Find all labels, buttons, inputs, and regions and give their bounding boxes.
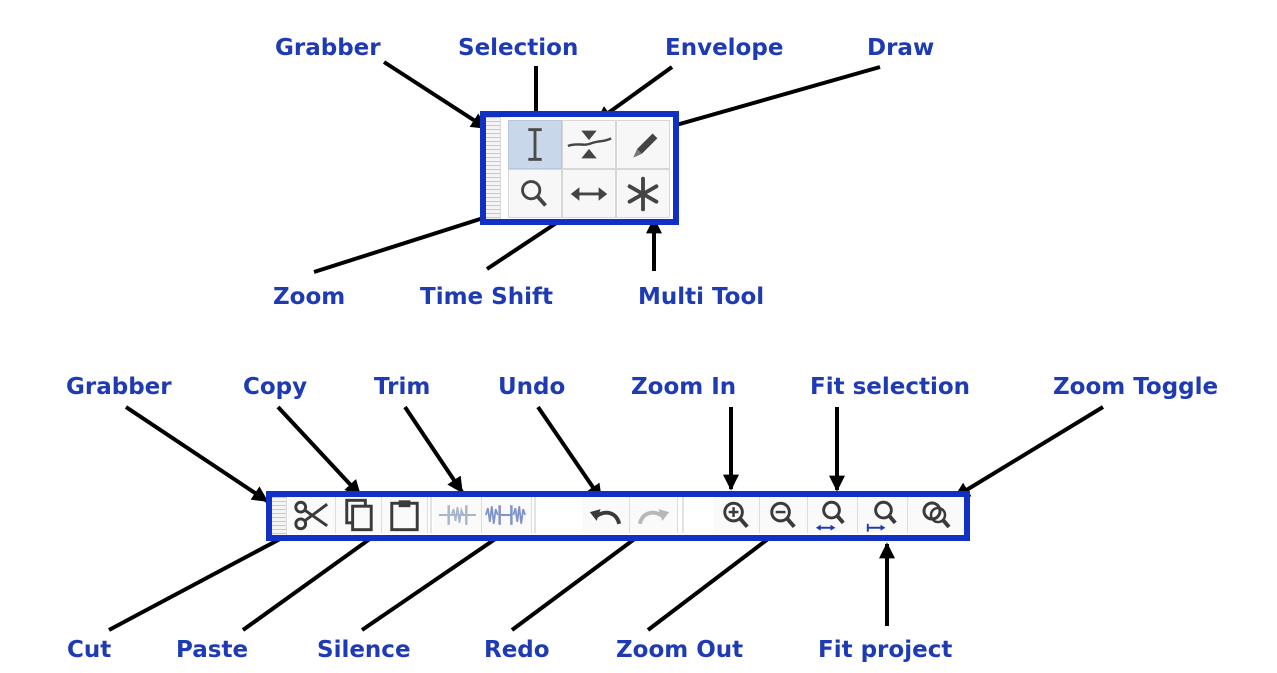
fit-project-icon bbox=[866, 500, 897, 532]
label-draw: Draw bbox=[867, 35, 935, 61]
trim-audio-icon bbox=[438, 505, 477, 525]
redo-arrow-icon bbox=[637, 509, 670, 525]
separator bbox=[534, 497, 536, 533]
redo-button[interactable] bbox=[630, 497, 678, 533]
double-arrow-icon bbox=[570, 187, 608, 201]
separator bbox=[682, 497, 684, 533]
copy-button[interactable] bbox=[336, 497, 382, 533]
zoom-out-icon bbox=[770, 501, 796, 529]
magnifier-icon bbox=[521, 180, 547, 207]
multi-tool-button[interactable] bbox=[616, 169, 670, 218]
clipboard-icon bbox=[390, 500, 419, 532]
arrow-zoom-toggle bbox=[953, 405, 1105, 499]
arrow-trim bbox=[403, 405, 464, 494]
zoom-in-icon bbox=[723, 501, 749, 529]
zoom-tool-button[interactable] bbox=[508, 169, 562, 218]
i-beam-icon bbox=[528, 128, 542, 161]
pencil-icon bbox=[633, 133, 658, 158]
tools-grabber-handle[interactable] bbox=[486, 117, 501, 219]
selection-tool-button[interactable] bbox=[508, 120, 562, 169]
label-silence: Silence bbox=[317, 637, 411, 663]
edit-grabber-handle[interactable] bbox=[272, 497, 287, 535]
label-time-shift: Time Shift bbox=[420, 284, 553, 310]
label-trim: Trim bbox=[374, 374, 431, 400]
fit-selection-button[interactable] bbox=[808, 497, 858, 533]
silence-button[interactable] bbox=[482, 497, 532, 533]
arrow-grabber-top bbox=[382, 60, 488, 130]
envelope-icon bbox=[567, 130, 612, 159]
scissors-icon bbox=[294, 500, 329, 531]
time-shift-tool-button[interactable] bbox=[562, 169, 616, 218]
arrow-undo bbox=[536, 405, 603, 501]
label-multi-tool: Multi Tool bbox=[638, 284, 765, 310]
arrow-copy bbox=[276, 405, 362, 497]
copy-icon bbox=[345, 498, 373, 532]
label-zoom-out: Zoom Out bbox=[616, 637, 744, 663]
label-copy: Copy bbox=[243, 374, 308, 400]
label-zoom: Zoom bbox=[273, 284, 346, 310]
trim-button[interactable] bbox=[434, 497, 482, 533]
draw-tool-button[interactable] bbox=[616, 120, 670, 169]
zoom-out-button[interactable] bbox=[760, 497, 808, 533]
separator bbox=[430, 497, 432, 533]
envelope-tool-button[interactable] bbox=[562, 120, 616, 169]
edit-toolbar bbox=[266, 491, 970, 541]
zoom-toggle-button[interactable] bbox=[908, 497, 964, 533]
label-zoom-toggle: Zoom Toggle bbox=[1053, 374, 1219, 400]
arrow-draw bbox=[660, 65, 881, 133]
paste-button[interactable] bbox=[382, 497, 428, 533]
label-grabber-bottom: Grabber bbox=[66, 374, 172, 400]
label-undo: Undo bbox=[498, 374, 566, 400]
arrow-zoom-out bbox=[646, 524, 787, 632]
fit-selection-icon bbox=[815, 500, 845, 531]
label-envelope: Envelope bbox=[665, 35, 784, 61]
undo-arrow-icon bbox=[589, 509, 622, 525]
label-grabber-top: Grabber bbox=[275, 35, 381, 61]
undo-button[interactable] bbox=[582, 497, 630, 533]
label-cut: Cut bbox=[67, 637, 112, 663]
label-redo: Redo bbox=[484, 637, 550, 663]
arrow-grabber-bottom bbox=[124, 405, 269, 503]
label-paste: Paste bbox=[176, 637, 249, 663]
silence-audio-icon bbox=[485, 505, 526, 525]
label-selection: Selection bbox=[458, 35, 579, 61]
fit-project-button[interactable] bbox=[858, 497, 908, 533]
zoom-toggle-icon bbox=[922, 501, 951, 529]
asterisk-icon bbox=[627, 176, 659, 212]
label-fit-selection: Fit selection bbox=[810, 374, 971, 400]
label-fit-project: Fit project bbox=[818, 637, 953, 663]
label-zoom-in: Zoom In bbox=[631, 374, 737, 400]
cut-button[interactable] bbox=[288, 497, 336, 533]
tools-toolbar bbox=[480, 111, 679, 225]
zoom-in-button[interactable] bbox=[714, 497, 760, 533]
